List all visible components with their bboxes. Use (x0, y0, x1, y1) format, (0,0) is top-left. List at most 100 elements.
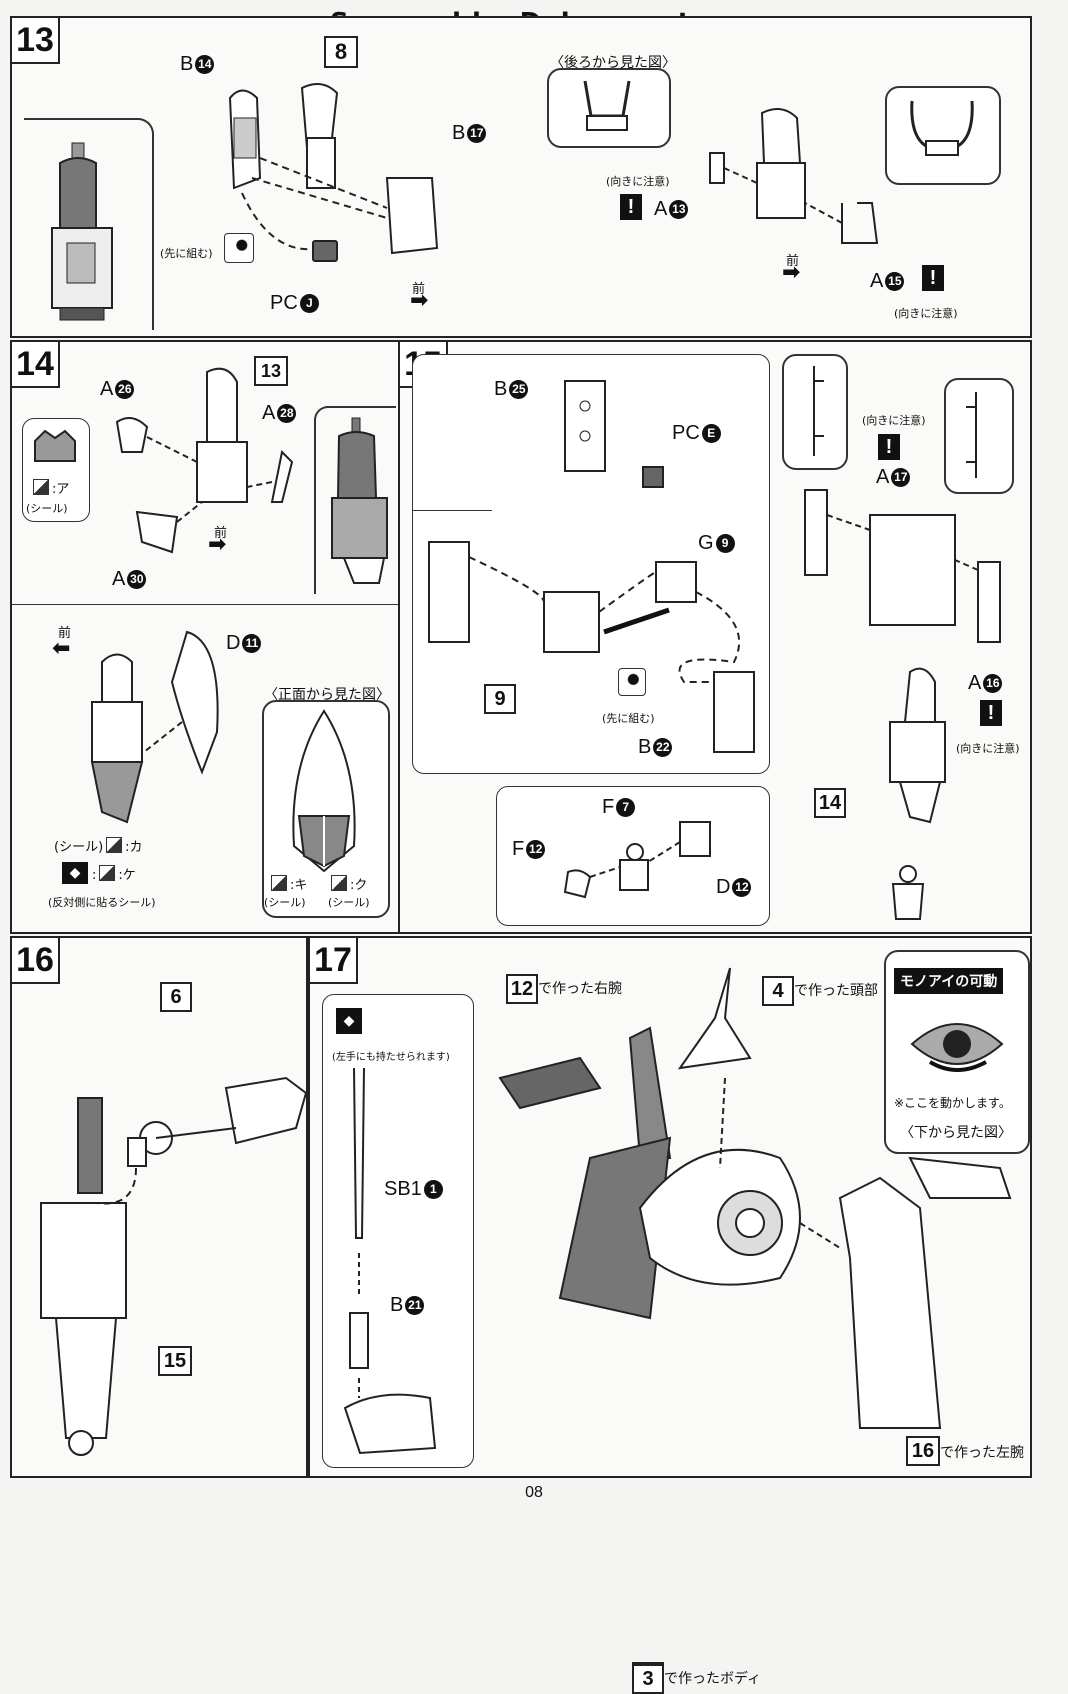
elbow-parts-illustration (563, 821, 711, 899)
pre-assemble-note: (先に組む) (602, 712, 655, 725)
pc-j-part (312, 240, 338, 262)
a15-detail-illustration (910, 100, 974, 156)
forward-label: 前 (412, 282, 426, 297)
warning-icon: ! (878, 434, 900, 460)
a16-detail-illustration (966, 392, 977, 478)
pre-assemble-note: (先に組む) (160, 247, 213, 260)
orientation-note-a13: (向きに注意) (606, 175, 670, 188)
front-armor-illustration (292, 709, 356, 873)
hand-swap-icon: ◆ (336, 1008, 362, 1034)
front-view-label: 〈正面から見た図〉 (264, 687, 390, 703)
ref-step-15: 15 (158, 1346, 192, 1376)
hand-illustration (891, 865, 925, 920)
orientation-note-a15: (向きに注意) (894, 307, 958, 320)
step-13-inset (24, 118, 154, 330)
page-number: 08 (525, 1484, 543, 1501)
back-arrow-icon: ⬅ (52, 636, 71, 661)
step-15-panel: 15 B25 PCE G9 9 (先に組む) B22 (向きに注意) ! A17 (398, 340, 1032, 934)
sticker-ka: (シール):カ (54, 836, 143, 855)
step-17-number: 17 (310, 938, 358, 984)
monoeye-title: モノアイの可動 (894, 968, 1004, 994)
ref-step-12: 12 (506, 974, 538, 1004)
sub-divider (412, 510, 492, 511)
b25-part-illustration (564, 380, 606, 472)
ref-step-4: 4 (762, 976, 794, 1006)
part-detail-callout (885, 86, 1001, 185)
a17-detail-illustration (813, 366, 824, 456)
sticker-a-inset (22, 418, 90, 522)
sticker-a-note: (シール) (26, 502, 68, 515)
forward-arrow-icon: ➡ (208, 532, 227, 557)
right-arm-label: で作った右腕 (538, 981, 622, 997)
sticker-ke: ::ケ (92, 864, 136, 883)
back-view-label: 〈後ろから見た図〉 (550, 55, 676, 71)
orientation-note-a16: (向きに注意) (956, 742, 1020, 755)
mirror-icon: ◆ (62, 862, 88, 884)
leg-assembled-illustration (51, 142, 113, 321)
leg-parts-illustration (228, 83, 439, 255)
warning-icon: ! (980, 700, 1002, 726)
body-assembly-illustration (498, 967, 1012, 1429)
orientation-note-a17: (向きに注意) (862, 414, 926, 427)
monoeye-illustration (910, 1023, 1004, 1072)
head-label: で作った頭部 (794, 983, 878, 999)
body-label: で作ったボディ (664, 1671, 762, 1687)
step-14-divider (12, 604, 402, 605)
monoeye-note: ※ここを動かします。 (894, 1096, 1011, 1110)
weapon-sub-assembly (322, 994, 474, 1468)
ref-step-16: 16 (906, 1436, 940, 1466)
ref-step-14: 14 (814, 788, 846, 818)
forward-label-2: 前 (786, 254, 800, 269)
left-hand-note: (左手にも持たせられます) (332, 1052, 450, 1063)
ref-step-13: 13 (254, 356, 288, 386)
pre-assemble-icon (224, 233, 254, 263)
waist-assembly-illustration (115, 367, 294, 554)
arm-upper-illustration (889, 667, 946, 824)
bottom-view-label: 〈下から見た図〉 (900, 1125, 1012, 1141)
sticker-ku-note: (シール) (328, 896, 370, 909)
sticker-ki: :キ (268, 874, 307, 893)
sticker-a-part-illustration (34, 429, 76, 462)
skirt-assembly-illustration (90, 630, 219, 824)
warning-icon: ! (620, 194, 642, 220)
pc-e-part (642, 466, 664, 488)
sticker-a-mark: :ア (30, 478, 69, 497)
waist-assembled-illustration (331, 417, 388, 584)
step-16-number: 16 (12, 938, 60, 984)
shoulder-armor-illustration (804, 489, 1001, 643)
ref-step-8: 8 (324, 36, 358, 68)
step-16-panel: 16 6 15 (10, 936, 308, 1478)
a16-detail-callout (944, 378, 1014, 494)
arm-assembly-illustration (40, 1076, 308, 1456)
left-arm-label: で作った左腕 (940, 1445, 1024, 1461)
ref-step-6: 6 (160, 982, 192, 1012)
forward-label-2: 前 (58, 626, 72, 641)
step-13-number: 13 (12, 18, 60, 64)
forward-arrow-icon: ➡ (410, 288, 429, 313)
forward-arrow-icon: ➡ (782, 260, 801, 285)
reverse-side-sticker-note: (反対側に貼るシール) (48, 896, 156, 909)
staff-weapon-illustration (343, 1067, 437, 1455)
waist-inset (314, 406, 396, 594)
